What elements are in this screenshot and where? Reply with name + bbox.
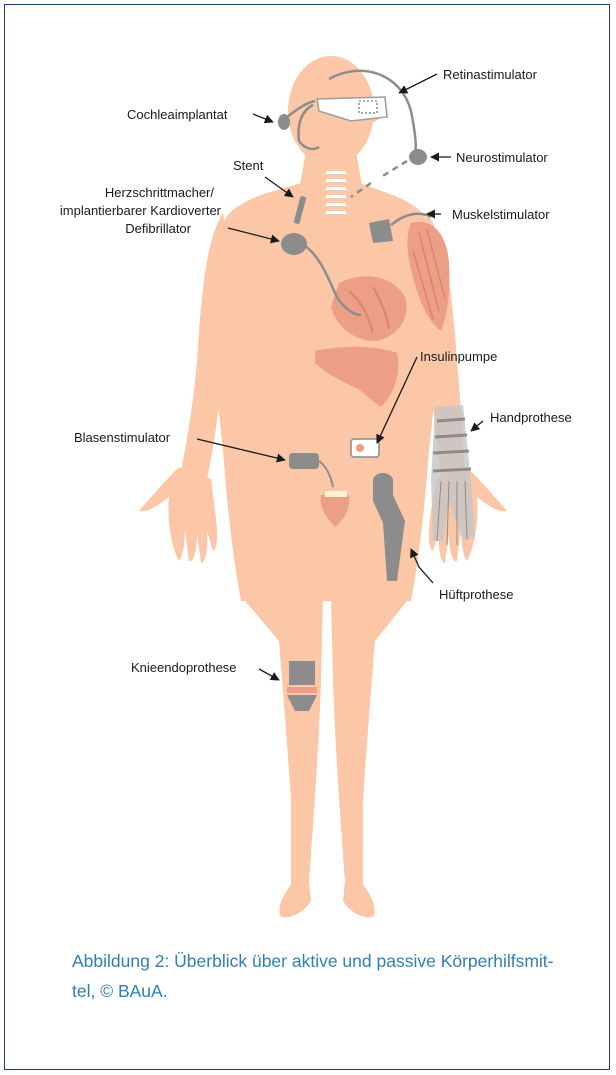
neurostimulator-device <box>409 149 427 165</box>
left-hand <box>139 467 217 563</box>
caption-line-1: Abbildung 2: Überblick über aktive und p… <box>72 951 554 971</box>
knee-insert <box>287 687 317 693</box>
insulin-pump-device <box>351 439 379 457</box>
label-knieendoprothese: Knieendoprothese <box>131 660 237 675</box>
leader-knee <box>259 669 279 680</box>
label-herzschrittmacher-2: implantierbarer Kardioverter <box>60 203 222 218</box>
muscle-stim-device <box>369 219 393 243</box>
label-herzschrittmacher-1: Herzschrittmacher/ <box>105 185 214 200</box>
right-leg <box>331 596 411 917</box>
label-hueftprothese: Hüftprothese <box>439 587 513 602</box>
label-neurostimulator: Neurostimulator <box>456 150 548 165</box>
leader-cochlea <box>253 114 273 122</box>
figure-caption: Abbildung 2: Überblick über aktive und p… <box>72 946 592 1006</box>
leader-retina <box>399 74 437 93</box>
label-blasenstimulator: Blasenstimulator <box>74 430 171 445</box>
knee-femoral <box>289 661 315 685</box>
caption-line-2: tel, © BAuA. <box>72 981 168 1001</box>
label-handprothese: Handprothese <box>490 410 572 425</box>
label-herzschrittmacher-3: Defibrillator <box>125 221 191 236</box>
body-diagram: Retinastimulator Cochleaimplantat Neuros… <box>5 5 610 1070</box>
figure-frame: Retinastimulator Cochleaimplantat Neuros… <box>4 4 610 1070</box>
label-retinastimulator: Retinastimulator <box>443 67 538 82</box>
torso <box>214 183 438 601</box>
left-leg <box>241 596 323 917</box>
insulin-pump-dot <box>356 444 364 452</box>
label-cochleaimplantat: Cochleaimplantat <box>127 107 228 122</box>
label-stent: Stent <box>233 158 264 173</box>
label-muskelstimulator: Muskelstimulator <box>452 207 550 222</box>
bladder-stim-device <box>289 453 319 469</box>
leader-hand <box>471 421 483 431</box>
label-insulinpumpe: Insulinpumpe <box>420 349 497 364</box>
pacemaker-device <box>281 233 307 255</box>
bladder-top <box>325 491 347 497</box>
